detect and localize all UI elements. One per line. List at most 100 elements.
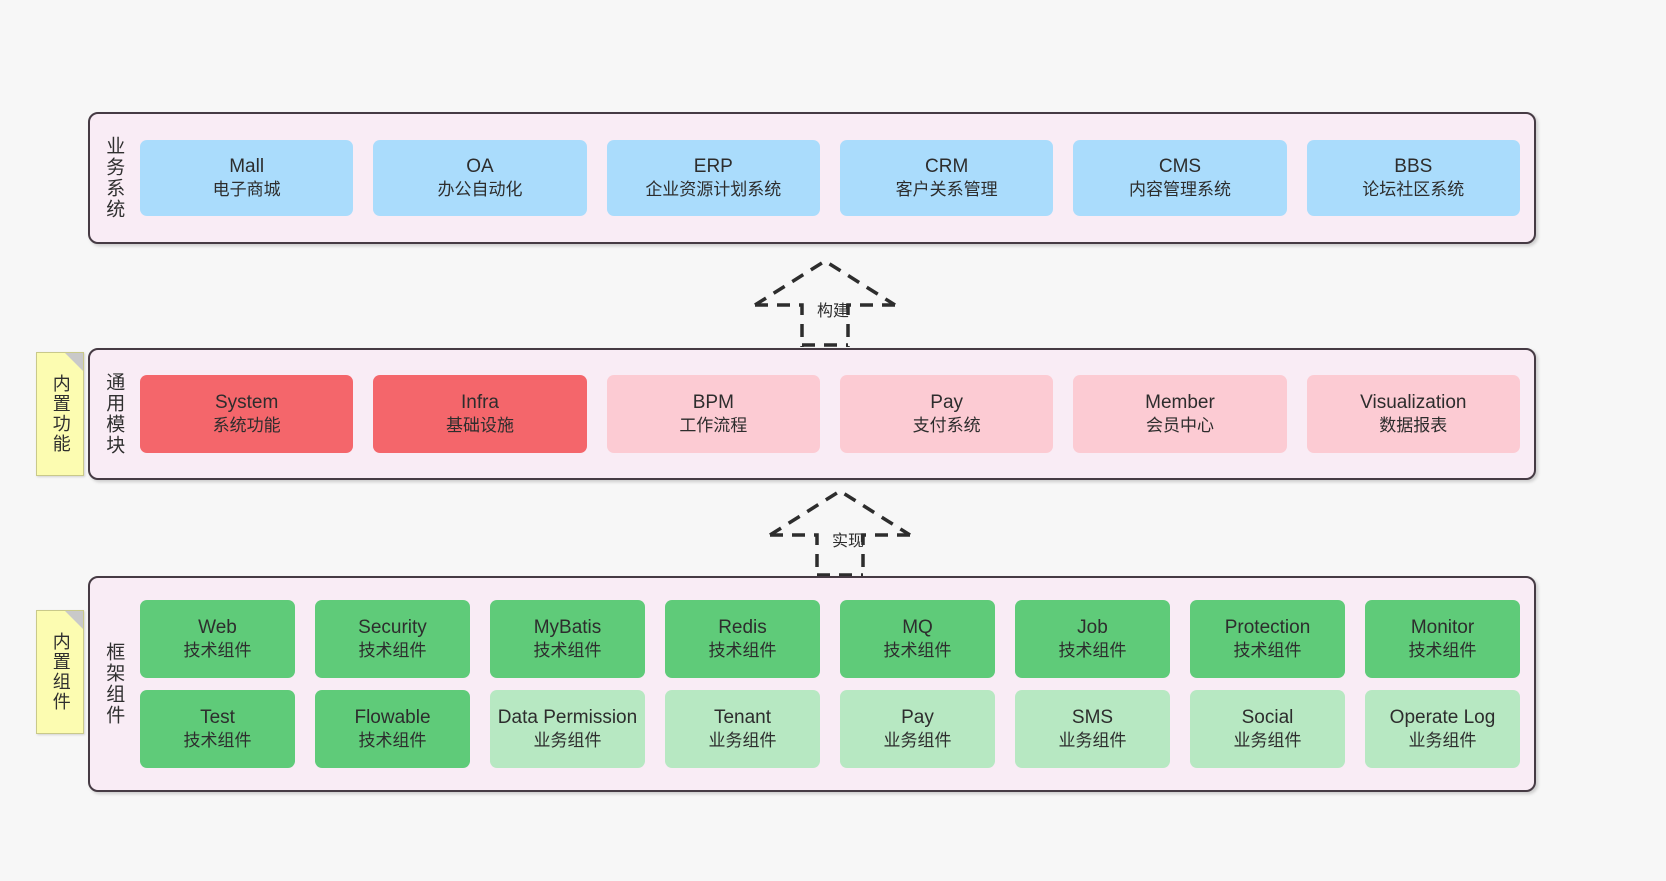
card-subtitle: 技术组件 [1233, 641, 1302, 661]
card-subtitle: 技术组件 [708, 641, 777, 661]
card-title: MQ [902, 616, 933, 638]
arrow-build-label: 构建 [817, 303, 850, 320]
business-row: Mall 电子商城 OA 办公自动化 ERP 企业资源计划系统 CRM 客户关系… [140, 140, 1520, 216]
card-title: BPM [692, 391, 734, 413]
card-title: Member [1145, 391, 1215, 413]
business-card-erp[interactable]: ERP 企业资源计划系统 [606, 140, 820, 216]
arrow-implement: 实现 [760, 487, 920, 577]
framework-card-social[interactable]: Social 业务组件 [1190, 690, 1345, 768]
section-business-label: 业务系统 [103, 136, 125, 220]
business-card-mall[interactable]: Mall 电子商城 [140, 140, 354, 216]
card-subtitle: 基础设施 [445, 416, 514, 436]
card-title: MyBatis [533, 616, 602, 638]
dashed-arrow-icon [754, 258, 896, 347]
framework-card-sms[interactable]: SMS 业务组件 [1015, 690, 1170, 768]
card-title: Visualization [1360, 391, 1467, 413]
card-subtitle: 技术组件 [358, 731, 427, 751]
framework-card-mybatis[interactable]: MyBatis 技术组件 [490, 600, 645, 678]
framework-card-web[interactable]: Web 技术组件 [140, 600, 295, 678]
note-built-in-components: 内置组件 [36, 610, 84, 734]
framework-card-test[interactable]: Test 技术组件 [140, 690, 295, 768]
card-title: CRM [925, 155, 969, 177]
framework-card-tenant[interactable]: Tenant 业务组件 [665, 690, 820, 768]
card-subtitle: 业务组件 [1058, 731, 1127, 751]
framework-card-monitor[interactable]: Monitor 技术组件 [1365, 600, 1520, 678]
card-subtitle: 业务组件 [708, 731, 777, 751]
section-framework-components: 框架组件 Web 技术组件 Security 技术组件 MyBatis 技术组件… [88, 576, 1536, 792]
card-title: Infra [460, 391, 499, 413]
framework-card-flowable[interactable]: Flowable 技术组件 [315, 690, 470, 768]
framework-card-protection[interactable]: Protection 技术组件 [1190, 600, 1345, 678]
framework-card-mq[interactable]: MQ 技术组件 [840, 600, 995, 678]
card-subtitle: 技术组件 [533, 641, 602, 661]
card-subtitle: 业务组件 [883, 731, 952, 751]
arrow-build: 构建 [745, 257, 905, 347]
card-title: Test [200, 706, 235, 728]
module-card-system[interactable]: System 系统功能 [140, 375, 354, 453]
framework-card-redis[interactable]: Redis 技术组件 [665, 600, 820, 678]
card-subtitle: 工作流程 [679, 416, 748, 436]
business-card-oa[interactable]: OA 办公自动化 [373, 140, 587, 216]
framework-card-job[interactable]: Job 技术组件 [1015, 600, 1170, 678]
module-card-pay[interactable]: Pay 支付系统 [839, 375, 1054, 453]
arrow-implement-label: 实现 [832, 533, 865, 550]
card-subtitle: 论坛社区系统 [1362, 180, 1465, 200]
card-subtitle: 数据报表 [1379, 416, 1448, 436]
card-subtitle: 技术组件 [183, 731, 252, 751]
card-title: Redis [718, 616, 767, 638]
card-subtitle: 会员中心 [1145, 416, 1214, 436]
card-title: Tenant [713, 706, 772, 728]
card-title: OA [466, 155, 494, 177]
card-title: ERP [693, 155, 733, 177]
module-card-infra[interactable]: Infra 基础设施 [373, 375, 587, 453]
card-title: Operate Log [1389, 706, 1496, 728]
card-title: CMS [1158, 155, 1202, 177]
module-card-bpm[interactable]: BPM 工作流程 [606, 375, 820, 453]
note-text: 内置组件 [50, 632, 71, 712]
framework-card-security[interactable]: Security 技术组件 [315, 600, 470, 678]
card-title: SMS [1071, 706, 1114, 728]
card-subtitle: 技术组件 [1408, 641, 1477, 661]
card-subtitle: 支付系统 [912, 416, 981, 436]
framework-card-pay[interactable]: Pay 业务组件 [840, 690, 995, 768]
card-subtitle: 客户关系管理 [895, 180, 998, 200]
card-title: Protection [1224, 616, 1311, 638]
section-modules-label: 通用模块 [103, 372, 125, 456]
business-card-crm[interactable]: CRM 客户关系管理 [839, 140, 1054, 216]
framework-card-operate-log[interactable]: Operate Log 业务组件 [1365, 690, 1520, 768]
card-title: Monitor [1410, 616, 1475, 638]
module-card-member[interactable]: Member 会员中心 [1073, 375, 1287, 453]
dashed-arrow-icon [769, 488, 911, 577]
note-text: 内置功能 [50, 374, 71, 454]
card-subtitle: 系统功能 [212, 416, 281, 436]
card-title: Data Permission [497, 706, 638, 728]
card-title: Flowable [354, 706, 431, 728]
section-framework-label: 框架组件 [103, 642, 125, 726]
note-built-in-features: 内置功能 [36, 352, 84, 476]
card-title: Social [1241, 706, 1294, 728]
modules-card-grid: System 系统功能 Infra 基础设施 BPM 工作流程 Pay 支付系统… [136, 350, 1534, 478]
section-business-systems: 业务系统 Mall 电子商城 OA 办公自动化 ERP 企业资源计划系统 CRM… [88, 112, 1536, 244]
card-title: Mall [229, 155, 265, 177]
card-subtitle: 技术组件 [358, 641, 427, 661]
card-subtitle: 业务组件 [533, 731, 602, 751]
card-subtitle: 技术组件 [1058, 641, 1127, 661]
card-title: System [214, 391, 279, 413]
section-common-modules: 通用模块 System 系统功能 Infra 基础设施 BPM 工作流程 Pay… [88, 348, 1536, 480]
framework-card-data-permission[interactable]: Data Permission 业务组件 [490, 690, 645, 768]
card-subtitle: 电子商城 [212, 180, 281, 200]
business-card-cms[interactable]: CMS 内容管理系统 [1073, 140, 1287, 216]
business-card-bbs[interactable]: BBS 论坛社区系统 [1306, 140, 1520, 216]
module-card-visualization[interactable]: Visualization 数据报表 [1306, 375, 1520, 453]
card-title: Pay [930, 391, 964, 413]
card-subtitle: 办公自动化 [437, 180, 523, 200]
card-subtitle: 业务组件 [1408, 731, 1477, 751]
card-subtitle: 技术组件 [183, 641, 252, 661]
card-subtitle: 业务组件 [1233, 731, 1302, 751]
framework-row-biz: Test 技术组件 Flowable 技术组件 Data Permission … [140, 690, 1520, 768]
framework-card-grid: Web 技术组件 Security 技术组件 MyBatis 技术组件 Redi… [136, 578, 1534, 790]
card-title: Security [358, 616, 427, 638]
business-card-grid: Mall 电子商城 OA 办公自动化 ERP 企业资源计划系统 CRM 客户关系… [136, 114, 1534, 242]
card-title: Pay [901, 706, 934, 728]
